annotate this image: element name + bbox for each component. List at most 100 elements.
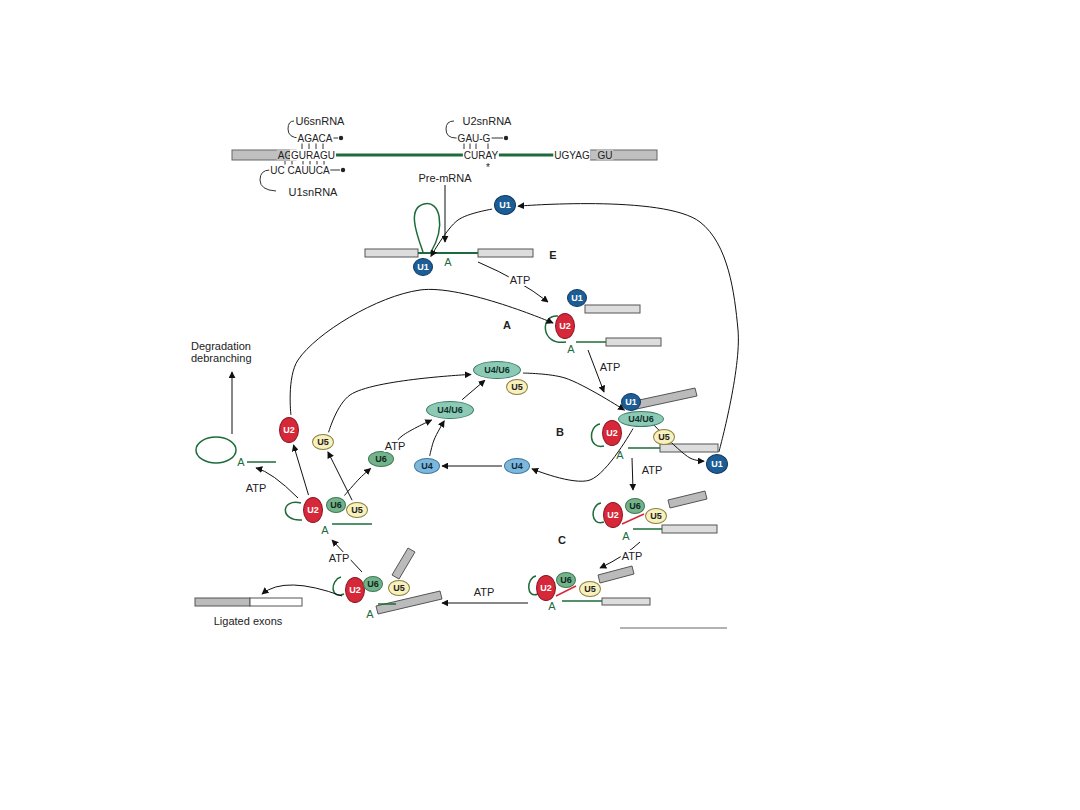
u2-snrnp: U2 [279,417,299,443]
u6-snrnp: U6 [368,451,394,467]
diagram-label: ATP [328,552,351,564]
u5-snrnp: U5 [653,429,675,445]
release-arrow [262,585,342,596]
diagram-label: A [503,319,511,331]
snrnp-label: U2 [607,511,619,520]
snrnp-label: U4 [421,462,433,471]
exon-bar [232,150,296,160]
u2-snrnp: U2 [345,577,365,603]
snrnp-label: U2 [283,426,295,435]
diagram-label: U1snRNA [289,186,338,198]
u4-u6-snrnp: U4/U6 [618,411,664,427]
diagram-label: ATP [641,464,664,476]
exon-bar [250,598,302,606]
diagram-label: E [549,249,556,261]
snrnp-label: U1 [625,398,637,407]
lariat [196,437,236,463]
snrnp-label: U1 [571,294,583,303]
u1-snrnp: U1 [706,454,728,474]
diagram-label: ATP [384,440,407,452]
u2-snrnp: U2 [303,497,323,523]
complex-b [591,388,718,452]
snrnp-label: U5 [511,383,523,392]
transfer-arrow [462,380,485,399]
u5-snrnp: U5 [388,580,410,596]
degradation-arrow [232,372,233,434]
diagram-label: UGYAG [553,150,590,161]
u1-snrnp: U1 [413,258,433,276]
complex-a [545,305,661,346]
step-arrow [478,262,548,302]
snrnp-label: U6 [375,455,387,464]
u5-snrnp: U5 [506,379,528,395]
diagram-label: ATP [599,361,622,373]
u1-snrnp: U1 [621,393,641,411]
transfer-arrow [344,468,370,495]
snrnp-label: U5 [317,438,329,447]
snrnp-label: U1 [711,460,723,469]
diagram-label: GURAGU [290,150,336,161]
snrnp-label: U2 [559,322,571,331]
diagram-label: Ligated exons [214,615,283,627]
diagram-label: A [616,449,623,461]
diagram-label: ATP [245,482,268,494]
u4-snrnp: U4 [414,458,440,474]
snrnp-label: U4/U6 [484,366,510,375]
diagram-label: A [548,600,555,612]
diagram-label: Pre-mRNA [418,172,471,184]
u4-u6-snrnp: U4/U6 [426,401,474,419]
snrnp-label: U4/U6 [628,415,654,424]
transfer-arrow [442,466,502,467]
lariat-tail [247,461,276,463]
diagram-label: A [366,608,373,620]
u2-snrnp: U2 [603,502,623,528]
u2-snrnp: U2 [602,420,622,446]
snrnp-label: U6 [330,501,342,510]
u6-snrnp: U6 [625,498,645,514]
diagram-label: CURAY [463,150,499,161]
u1-snrnp: U1 [494,195,516,215]
snrnp-label: U2 [606,429,618,438]
complex-c2 [529,566,650,605]
diagram-label: GU [597,150,614,161]
intron-line [296,154,590,157]
diagram-label: GAU-G [457,133,492,144]
transfer-arrow [290,289,553,415]
u2-snrnp: U2 [555,313,575,339]
base-pair-ticks [285,143,488,165]
snrnp-label: U5 [584,585,596,594]
snrnp-label: U1 [499,201,511,210]
u6-snrnp: U6 [326,497,346,513]
diagram-label: Degradation debranching [191,340,273,364]
transfer-arrow [328,452,352,500]
diagram-label: U2snRNA [463,115,512,127]
diagram-label: A [622,530,629,542]
snrna-strands [260,121,503,191]
diagram-label: B [556,426,564,438]
snrnp-label: U5 [351,506,363,515]
complex-c [593,491,717,533]
diagram-label: A [321,524,328,536]
transfer-arrow [430,421,445,456]
step-arrow [442,603,528,604]
snrnp-label: U1 [417,263,429,272]
snrnp-label: U4 [511,462,523,471]
snrnp-label: U4/U6 [437,406,463,415]
transfer-arrow [431,209,492,256]
diagram-label: U6snRNA [296,115,345,127]
u2-snrnp: U2 [536,575,556,601]
step-arrow [632,458,633,490]
u1-snrnp: U1 [567,289,587,307]
exon-bar [195,598,250,606]
snrnp-label: U5 [658,433,670,442]
diagram-label: UC CAUUCA [269,165,330,176]
diagram-label: AGACA [296,133,333,144]
credit-rule [620,628,727,629]
snrnp-label: U5 [650,512,662,521]
u4-u6-snrnp: U4/U6 [473,361,521,379]
exon-bar [590,150,657,160]
diagram-label: * [486,162,490,173]
